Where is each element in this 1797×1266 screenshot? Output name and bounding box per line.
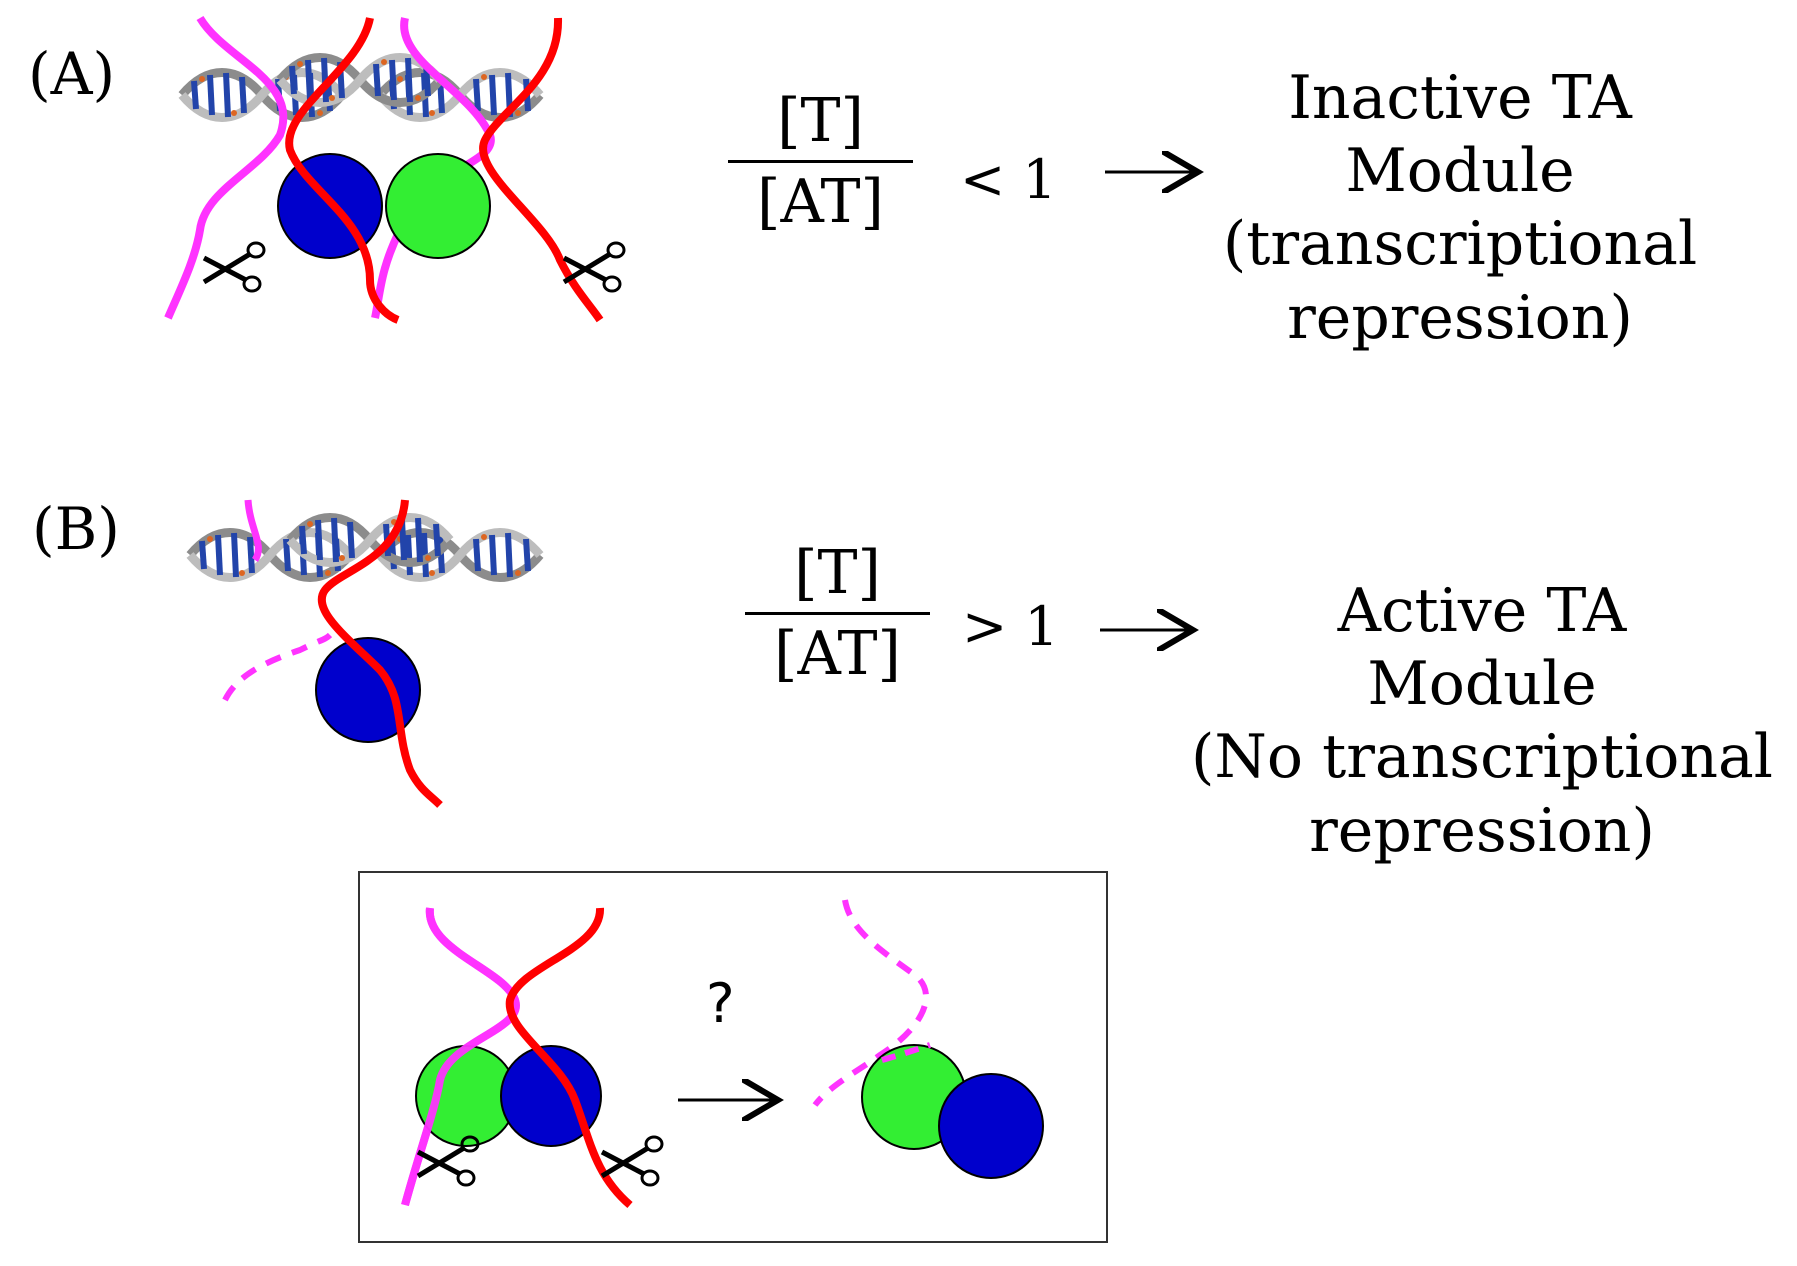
- scissors-icon: [204, 243, 264, 291]
- fraction-denominator: [AT]: [774, 619, 901, 689]
- panel-b-inequality: > 1: [962, 595, 1059, 658]
- panel-a-fraction: [T] [AT]: [728, 88, 913, 235]
- panel-b-result: Active TA Module (No transcriptional rep…: [1182, 575, 1782, 868]
- antitoxin-strand-cleaved: [222, 632, 333, 702]
- fraction-denominator: [AT]: [757, 167, 884, 237]
- result-line: Inactive TA: [1288, 63, 1632, 133]
- antitoxin-strand: [401, 907, 520, 1207]
- antitoxin-strand: [371, 17, 495, 319]
- result-line: repression): [1287, 282, 1633, 353]
- inset-question-mark: ?: [706, 972, 735, 1035]
- result-line: repression): [1309, 795, 1655, 866]
- antitoxin-sphere: [385, 153, 491, 259]
- inset-box: [358, 871, 1108, 1243]
- panel-a-graphic: [164, 15, 624, 324]
- antitoxin-strand: [164, 15, 288, 320]
- panel-b-graphic: [190, 499, 540, 808]
- panel-a-inequality: < 1: [960, 148, 1057, 211]
- dna-helix-icon: [190, 518, 540, 578]
- panel-a-label: (A): [28, 40, 116, 108]
- antitoxin-strand-cleaved: [812, 899, 929, 1107]
- antitoxin-strand-cleaved: [244, 499, 262, 562]
- toxin-strand: [317, 499, 443, 808]
- panel-a-result: Inactive TA Module (transcriptional repr…: [1190, 62, 1730, 355]
- panel-b-fraction: [T] [AT]: [745, 540, 930, 687]
- fraction-bar: [728, 160, 913, 163]
- result-line: (transcriptional: [1222, 209, 1698, 280]
- toxin-strand: [479, 17, 604, 323]
- fraction-numerator: [T]: [794, 538, 881, 608]
- toxin-sphere: [938, 1073, 1044, 1179]
- result-line: Module: [1367, 649, 1597, 720]
- toxin-strand: [285, 17, 400, 324]
- fraction-numerator: [T]: [777, 86, 864, 156]
- fraction-bar: [745, 612, 930, 615]
- result-line: Active TA: [1337, 576, 1627, 646]
- toxin-sphere: [500, 1045, 602, 1147]
- panel-b-label: (B): [32, 495, 120, 563]
- inset-graphic: [401, 899, 1044, 1209]
- toxin-strand: [505, 907, 633, 1209]
- toxin-sphere: [315, 637, 421, 743]
- result-line: (No transcriptional: [1190, 722, 1773, 793]
- dna-helix-icon: [182, 58, 540, 118]
- result-line: Module: [1345, 136, 1575, 207]
